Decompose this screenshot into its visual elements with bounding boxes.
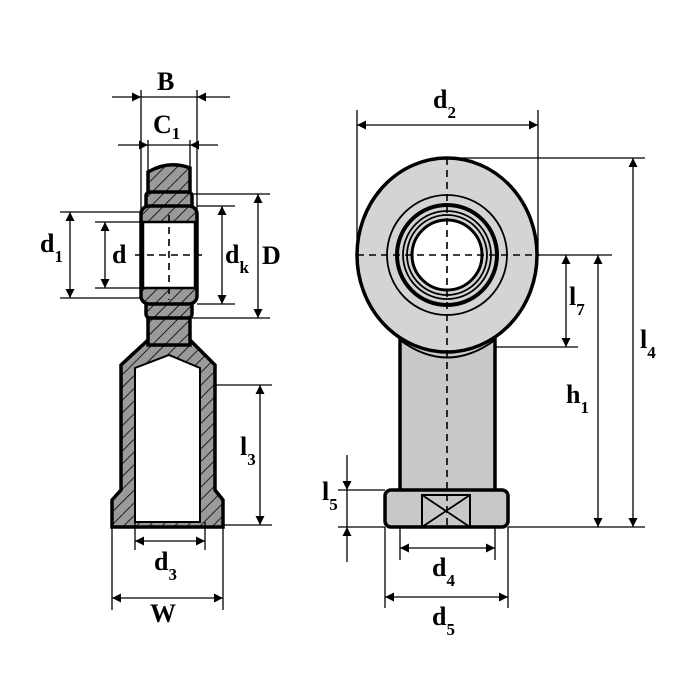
label-l3: l3 xyxy=(240,432,256,469)
label-d3: d3 xyxy=(154,547,177,584)
label-d4: d4 xyxy=(432,553,455,590)
label-B: B xyxy=(157,67,174,96)
label-d: d xyxy=(112,240,127,269)
label-l4: l4 xyxy=(640,325,656,362)
label-d2: d2 xyxy=(433,85,456,122)
label-C1: C1 xyxy=(153,110,180,143)
threaded-bore xyxy=(134,353,201,523)
label-h1: h1 xyxy=(566,380,589,417)
label-d5: d5 xyxy=(432,602,455,639)
section-view xyxy=(60,90,272,610)
front-view xyxy=(338,110,645,608)
label-dk: dk xyxy=(225,240,249,277)
wrench-flat xyxy=(421,494,471,528)
label-d1: d1 xyxy=(40,229,63,266)
label-l5: l5 xyxy=(322,477,338,514)
label-W: W xyxy=(150,599,176,628)
label-D: D xyxy=(262,241,281,270)
dimension-labels: B C1 d1 d dk D l3 d3 W d2 l4 h1 l7 l5 d4… xyxy=(40,67,656,639)
label-l7: l7 xyxy=(569,282,585,319)
